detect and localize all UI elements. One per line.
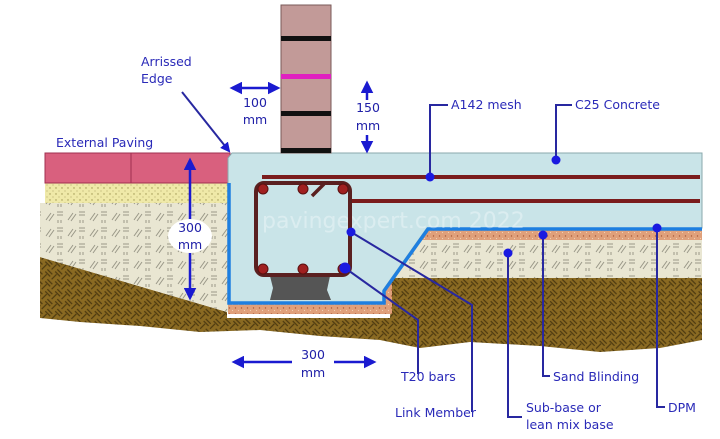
leader-dot bbox=[652, 223, 662, 233]
dim-150-unit: mm bbox=[356, 118, 380, 133]
brick-wall bbox=[280, 4, 332, 154]
sand-blinding bbox=[228, 228, 702, 314]
label-t20-bars: T20 bars bbox=[400, 369, 456, 384]
label-a142-mesh: A142 mesh bbox=[451, 97, 522, 112]
leader-dot bbox=[551, 155, 561, 165]
leader-sub-base bbox=[507, 253, 522, 418]
arrissed-edge-arrow bbox=[181, 91, 231, 153]
leader-dot bbox=[346, 227, 356, 237]
label-sub-base-1: Sub-base or bbox=[526, 400, 602, 415]
label-dpm: DPM bbox=[668, 400, 696, 415]
label-sand-blinding: Sand Blinding bbox=[553, 369, 639, 384]
dim-100-unit: mm bbox=[243, 112, 267, 127]
dim-300-depth-unit: mm bbox=[178, 237, 202, 252]
leader-dot bbox=[425, 172, 435, 182]
dim-300-width-unit: mm bbox=[301, 365, 325, 380]
label-link-member: Link Member bbox=[395, 405, 477, 420]
link-hook bbox=[310, 182, 326, 198]
dim-300-depth-value: 300 bbox=[178, 220, 202, 235]
spacer-block bbox=[270, 276, 331, 300]
leader-sand bbox=[542, 235, 550, 377]
leader-a142 bbox=[429, 104, 448, 177]
leader-t20 bbox=[344, 267, 419, 374]
label-arrissed: Arrissed bbox=[141, 54, 192, 69]
leader-dot bbox=[503, 248, 513, 258]
dim-300-width-value: 300 bbox=[301, 347, 325, 362]
label-c25-concrete: C25 Concrete bbox=[575, 97, 660, 112]
label-external-paving: External Paving bbox=[56, 135, 153, 150]
leader-dot bbox=[339, 262, 351, 274]
dim-150-value: 150 bbox=[356, 100, 380, 115]
ground-layer bbox=[40, 257, 702, 352]
leader-link bbox=[350, 231, 473, 412]
paving-slab-1 bbox=[44, 152, 132, 184]
dim-100-value: 100 bbox=[243, 95, 267, 110]
leader-c25 bbox=[555, 104, 572, 160]
paving-bedding bbox=[45, 183, 228, 203]
leader-dot bbox=[538, 230, 548, 240]
paving-slab-2 bbox=[130, 152, 231, 184]
leader-dpm bbox=[656, 228, 665, 408]
sub-base-right bbox=[395, 236, 702, 278]
label-sub-base-2: lean mix base bbox=[526, 417, 614, 432]
label-edge: Edge bbox=[141, 71, 173, 86]
watermark: pavingexpert.com 2022 bbox=[262, 209, 525, 234]
dim-label-bg bbox=[168, 219, 212, 253]
